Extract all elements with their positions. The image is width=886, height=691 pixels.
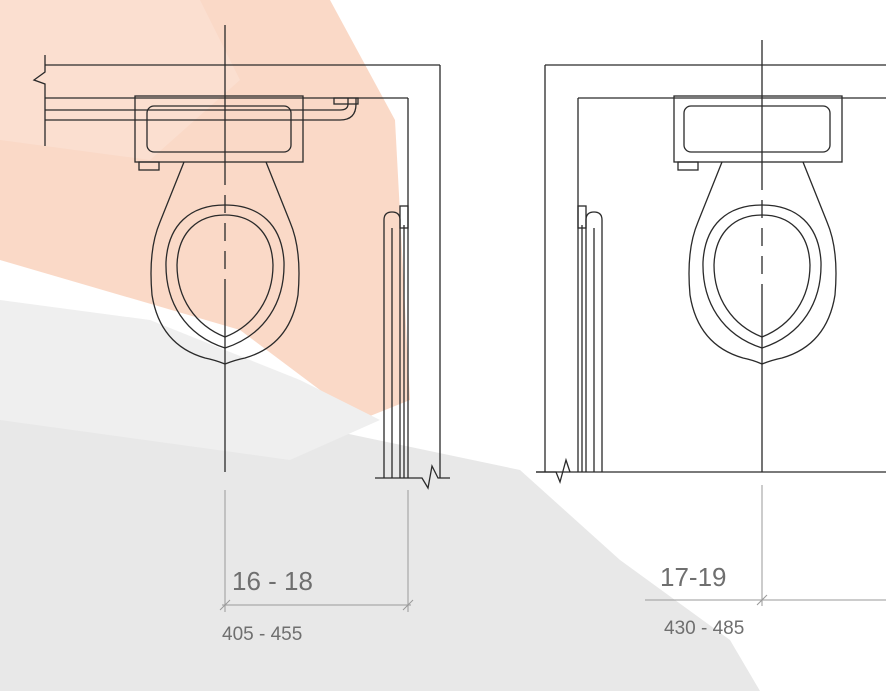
left-dimension-metric: 405 - 455 [222, 624, 303, 645]
right-toilet-tank-lid [683, 105, 831, 153]
right-break-symbol [536, 457, 571, 485]
left-dimension [219, 490, 414, 612]
right-flush-handle [677, 161, 699, 171]
background-watermark [0, 0, 760, 691]
left-dimension-imperial: 16 - 18 [232, 566, 313, 596]
left-toilet-opening [176, 214, 274, 338]
left-toilet-tank-lid [146, 105, 292, 153]
right-toilet-seat [702, 204, 822, 349]
right-dimension [645, 485, 886, 606]
right-toilet-opening [713, 214, 811, 338]
left-grab-bar-flange [333, 97, 359, 105]
right-dimension-metric: 430 - 485 [664, 618, 745, 639]
right-toilet-bowl-outer [688, 161, 837, 365]
left-toilet-seat [165, 204, 285, 349]
left-side-break-symbol [375, 463, 450, 490]
left-diagram [32, 25, 450, 490]
left-flush-handle [138, 161, 160, 171]
right-side-grab-bar-flange [577, 205, 587, 229]
right-toilet-tank [673, 95, 843, 163]
left-toilet-tank [134, 95, 304, 163]
left-wall-break-symbol [32, 55, 46, 146]
right-dimension-imperial: 17-19 [660, 562, 727, 592]
right-diagram [536, 40, 886, 485]
left-side-grab-bar-flange [399, 205, 409, 229]
left-toilet-bowl-outer [150, 161, 300, 365]
